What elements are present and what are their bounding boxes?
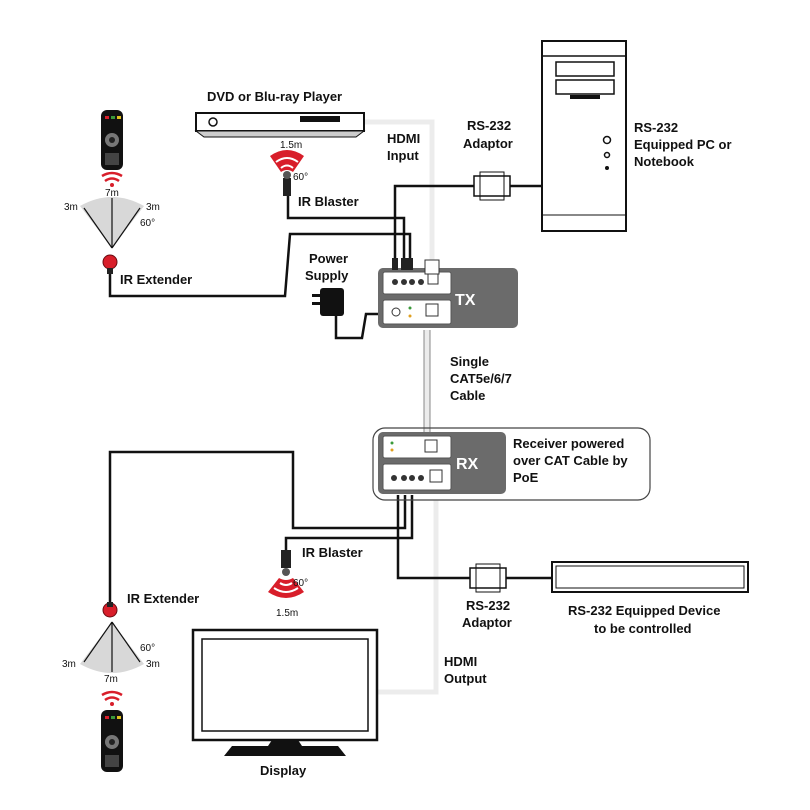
hdmi-output-label-1: HDMI xyxy=(444,654,477,669)
power-cable xyxy=(334,312,395,340)
hdmi-input-label-2: Input xyxy=(387,148,419,163)
dvd-player xyxy=(194,112,366,138)
tx-connectors xyxy=(392,258,440,275)
rs232-bottom-label-1: RS-232 xyxy=(466,598,510,613)
pc-tower xyxy=(541,40,627,232)
rs232-adaptor-bottom xyxy=(469,563,552,593)
ir-extender-top-cable xyxy=(108,232,412,298)
pc-label-2: Equipped PC or xyxy=(634,137,732,152)
coverage-fan-top xyxy=(80,197,144,249)
receiver-label-1: Receiver powered xyxy=(513,436,624,451)
remote-top xyxy=(101,110,123,170)
rs232-bottom-cable xyxy=(396,495,470,580)
ir-extender-top-label: IR Extender xyxy=(120,272,192,287)
ext-top-angle: 60° xyxy=(140,218,155,229)
dvd-label: DVD or Blu-ray Player xyxy=(207,89,342,104)
ext-top-left: 3m xyxy=(64,202,78,213)
ir-waves-bottom xyxy=(101,690,123,706)
rs232-top-label-2: Adaptor xyxy=(463,136,513,151)
device-label-2: to be controlled xyxy=(594,621,692,636)
blaster-bottom-angle: 60° xyxy=(293,578,308,589)
rx-frame xyxy=(372,427,651,501)
ir-blaster-top-cable xyxy=(286,196,406,268)
hdmi-input-label-1: HDMI xyxy=(387,131,420,146)
cable-label-2: CAT5e/6/7 xyxy=(450,371,512,386)
ext-top-center: 7m xyxy=(105,188,119,199)
ir-blaster-bottom-cable xyxy=(284,495,414,550)
display-monitor xyxy=(191,628,379,756)
remote-bottom xyxy=(101,710,123,772)
ir-blaster-bottom xyxy=(268,550,304,598)
cable-label-3: Cable xyxy=(450,388,485,403)
ir-extender-top-eye xyxy=(102,254,118,274)
ir-blaster-top xyxy=(270,150,304,196)
power-label-2: Supply xyxy=(305,268,349,283)
power-supply xyxy=(312,288,344,316)
device-label-1: RS-232 Equipped Device xyxy=(568,603,720,618)
rs232-device xyxy=(551,561,749,593)
rx-label: RX xyxy=(456,456,479,473)
coverage-fan-bottom xyxy=(80,621,144,673)
pc-label-1: RS-232 xyxy=(634,120,678,135)
ir-blaster-bottom-label: IR Blaster xyxy=(302,545,363,560)
receiver-label-3: PoE xyxy=(513,470,539,485)
rs232-bottom-label-2: Adaptor xyxy=(462,615,512,630)
ir-waves-top xyxy=(101,171,123,187)
blaster-bottom-dist: 1.5m xyxy=(276,608,298,619)
tx-label: TX xyxy=(455,292,476,309)
ext-bottom-angle: 60° xyxy=(140,643,155,654)
display-label: Display xyxy=(260,763,307,778)
blaster-top-dist: 1.5m xyxy=(280,140,302,151)
cat-cable xyxy=(423,330,431,440)
ext-bottom-center: 7m xyxy=(104,674,118,685)
hdmi-output-cable xyxy=(378,500,439,695)
tx-unit xyxy=(378,268,518,328)
blaster-top-angle: 60° xyxy=(293,172,308,183)
ir-extender-bottom-label: IR Extender xyxy=(127,591,199,606)
power-label-1: Power xyxy=(309,251,348,266)
ir-extender-bottom-cable xyxy=(108,450,407,604)
ir-blaster-top-label: IR Blaster xyxy=(298,194,359,209)
rx-unit xyxy=(378,432,506,494)
ext-bottom-right: 3m xyxy=(146,659,160,670)
pc-label-3: Notebook xyxy=(634,154,695,169)
ext-top-right: 3m xyxy=(146,202,160,213)
cable-label-1: Single xyxy=(450,354,489,369)
rs232-top-label-1: RS-232 xyxy=(467,118,511,133)
ir-extender-bottom-eye xyxy=(102,602,118,618)
receiver-label-2: over CAT Cable by xyxy=(513,453,628,468)
rs232-top-cable xyxy=(393,184,474,268)
ext-bottom-left: 3m xyxy=(62,659,76,670)
hdmi-input-cable xyxy=(350,119,435,262)
rs232-adaptor-top xyxy=(473,171,542,201)
hdmi-output-label-2: Output xyxy=(444,671,487,686)
